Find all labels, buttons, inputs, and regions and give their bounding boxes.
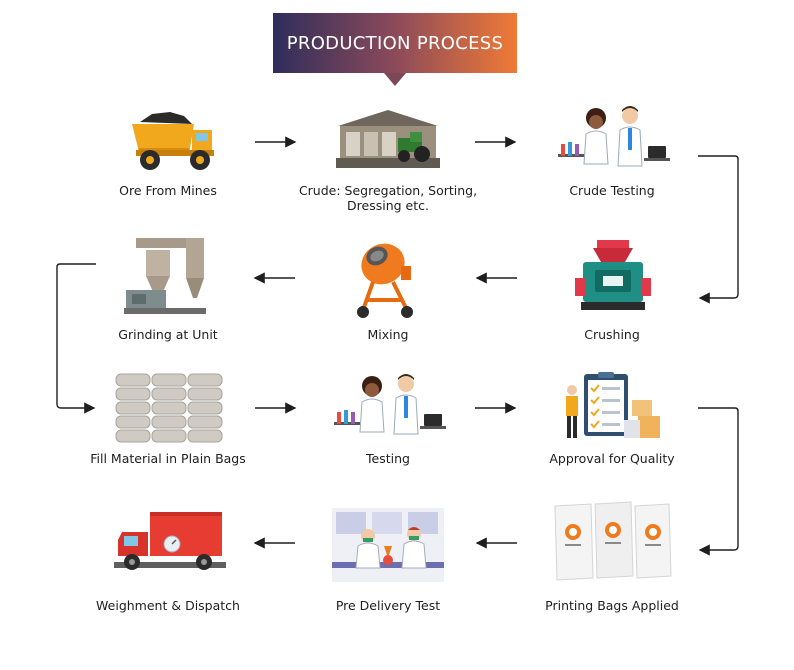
step-label: Pre Delivery Test [335, 598, 441, 613]
step-crude-segregation [288, 108, 488, 170]
step-crude-testing [512, 104, 712, 174]
step-grinding [70, 232, 270, 316]
delivery-truck-icon [114, 512, 226, 570]
step-weighment-dispatch [70, 508, 270, 576]
step-ore-from-mines [70, 110, 270, 172]
printed-bags-icon [554, 501, 672, 581]
grinding-mill-icon [124, 238, 206, 314]
step-label: Crude Testing [569, 183, 655, 198]
banner-pointer [384, 73, 406, 86]
title-banner: PRODUCTION PROCESS [273, 13, 517, 73]
step-printing-bags [513, 500, 713, 582]
step-label: Mixing [367, 327, 409, 342]
page-title: PRODUCTION PROCESS [286, 32, 504, 54]
lab-scientists-icon [558, 106, 670, 167]
step-label: Testing [366, 451, 410, 466]
step-crushing [513, 238, 713, 318]
step-label: Approval for Quality [549, 451, 675, 466]
crusher-machine-icon [575, 240, 651, 310]
step-testing [288, 372, 488, 442]
step-approval-quality [513, 370, 713, 442]
step-mixing [288, 238, 488, 320]
checklist-approval-icon [566, 372, 660, 438]
step-pre-delivery-test [288, 506, 488, 584]
lab-scientists-icon [334, 374, 446, 435]
dump-truck-icon [132, 112, 214, 170]
concrete-mixer-icon [357, 243, 413, 318]
step-label: Crude: Segregation, Sorting, Dressing et… [298, 183, 478, 213]
step-label: Ore From Mines [119, 183, 217, 198]
step-fill-bags [70, 372, 270, 444]
step-label: Printing Bags Applied [545, 598, 679, 613]
step-label: Weighment & Dispatch [96, 598, 240, 613]
lab-test-icon [332, 508, 444, 582]
step-label: Grinding at Unit [118, 327, 218, 342]
step-label: Fill Material in Plain Bags [90, 451, 246, 466]
stacked-bags-icon [115, 373, 223, 443]
warehouse-tractor-icon [336, 110, 440, 168]
step-label: Crushing [584, 327, 640, 342]
